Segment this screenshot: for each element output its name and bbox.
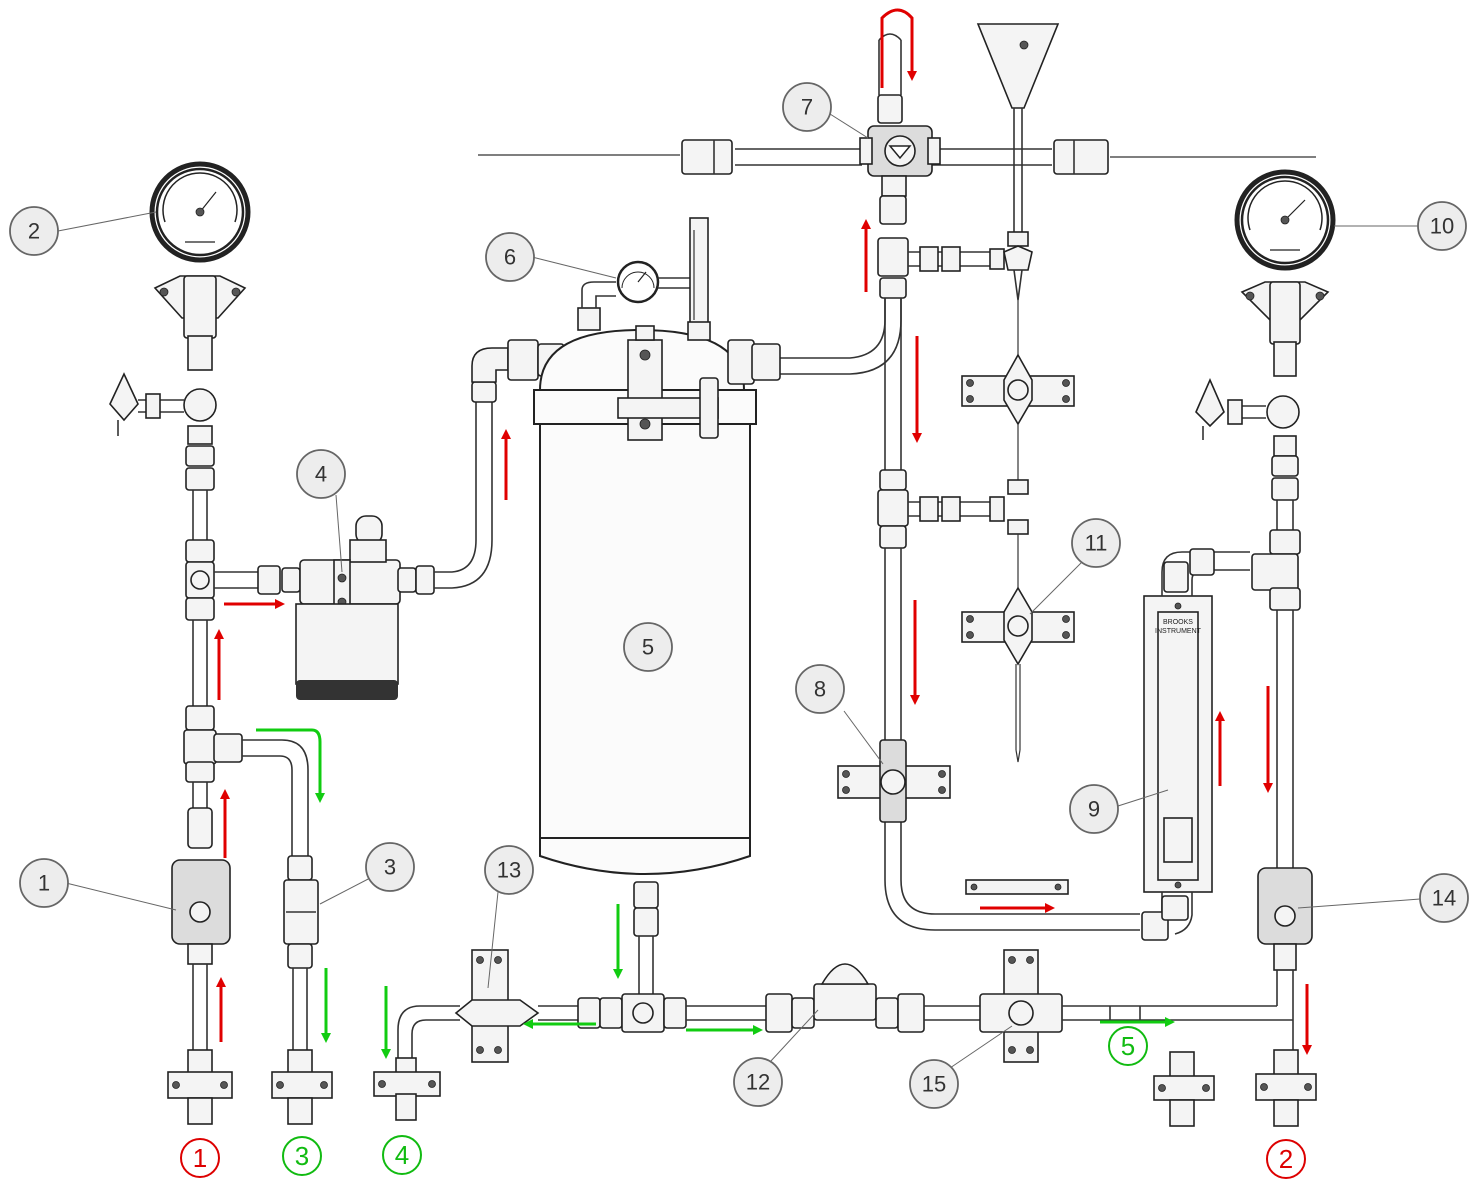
svg-text:11: 11: [1085, 531, 1108, 556]
svg-text:5: 5: [642, 635, 654, 660]
three-way-valve: [859, 33, 941, 197]
center-riser: [780, 195, 1140, 931]
return-branch-3: [213, 733, 333, 1125]
supply-flow-arrows: [214, 8, 1312, 1055]
svg-text:8: 8: [814, 677, 826, 702]
callout-12: 12: [733, 1057, 783, 1107]
callout-9: 9: [1069, 784, 1119, 834]
riser-branches: [908, 246, 1005, 522]
right-gauge-assembly: [1195, 169, 1336, 1127]
svg-text:1: 1: [38, 871, 50, 896]
svg-text:14: 14: [1432, 886, 1456, 911]
sampling-funnel: [961, 23, 1075, 763]
svg-text:2: 2: [28, 219, 40, 244]
callout-7: 7: [782, 82, 832, 132]
callout-3: 3: [365, 842, 415, 892]
return-flow-arrows: [256, 728, 1175, 1059]
svg-text:9: 9: [1088, 797, 1100, 822]
bracket: [965, 879, 1069, 895]
svg-text:13: 13: [497, 858, 521, 883]
callout-5: 5: [623, 622, 673, 672]
callout-13: 13: [484, 845, 534, 895]
svg-text:5: 5: [1121, 1031, 1135, 1061]
flowmeter: BROOKS INSTRUMENT: [1141, 548, 1250, 941]
svg-text:1: 1: [193, 1143, 207, 1173]
flowmeter-brand: BROOKS: [1163, 619, 1193, 626]
leader-lines: [57, 113, 1421, 1069]
port-label-green-3: 3: [282, 1136, 322, 1176]
callout-15: 15: [909, 1059, 959, 1109]
valve-8: [837, 739, 951, 823]
callout-14: 14: [1419, 873, 1469, 923]
port-label-red-2: 2: [1266, 1139, 1306, 1179]
svg-text:3: 3: [295, 1141, 309, 1171]
top-main-line: [478, 139, 1316, 175]
svg-text:4: 4: [395, 1140, 409, 1170]
callout-6: 6: [485, 232, 535, 282]
port-label-green-4: 4: [382, 1135, 422, 1175]
svg-text:15: 15: [922, 1072, 946, 1097]
filter-branch: [214, 339, 565, 700]
callout-10: 10: [1417, 201, 1467, 251]
svg-text:7: 7: [801, 95, 813, 120]
svg-text:10: 10: [1430, 214, 1454, 239]
left-gauge-assembly: [109, 161, 251, 1125]
flowmeter-sub: INSTRUMENT: [1155, 628, 1202, 635]
pressure-vessel: [533, 217, 781, 996]
callout-11: 11: [1071, 518, 1121, 568]
svg-text:3: 3: [384, 855, 396, 880]
svg-text:12: 12: [746, 1070, 770, 1095]
port-label-green-5: 5: [1108, 1026, 1148, 1066]
bottom-line: [373, 949, 1293, 1127]
svg-text:4: 4: [315, 462, 327, 487]
callout-2: 2: [9, 206, 59, 256]
callout-4: 4: [296, 449, 346, 499]
svg-text:6: 6: [504, 245, 516, 270]
svg-text:2: 2: [1279, 1144, 1293, 1174]
callout-1: 1: [19, 858, 69, 908]
port-label-red-1: 1: [180, 1138, 220, 1178]
callout-8: 8: [795, 664, 845, 714]
